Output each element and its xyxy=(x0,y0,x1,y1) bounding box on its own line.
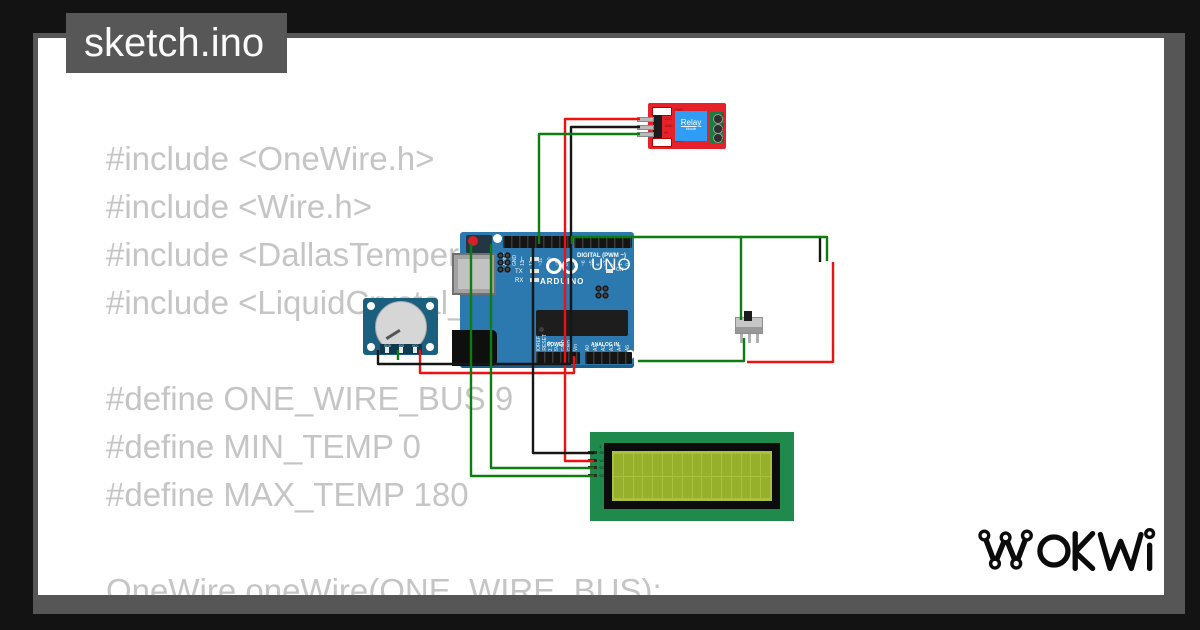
pin-label: GND xyxy=(511,254,518,266)
code-line: #include <OneWire.h> xyxy=(106,140,435,177)
digital-header-left[interactable] xyxy=(503,236,570,248)
lcd-bezel xyxy=(604,443,780,509)
pin-label: VCC xyxy=(411,343,419,348)
lcd-pin-vcc[interactable] xyxy=(588,459,597,462)
relay-pin-gnd[interactable] xyxy=(637,125,654,130)
code-line: OneWire oneWire(ONE_WIRE_BUS); xyxy=(106,572,662,595)
relay-subtitle: Module xyxy=(685,127,697,131)
wokwi-logo xyxy=(978,528,1156,572)
icsp-pins xyxy=(595,285,609,299)
code-line: #define MAX_TEMP 180 xyxy=(106,476,469,513)
mounting-hole xyxy=(493,234,502,243)
relay-in-label: IN xyxy=(664,130,668,135)
power-header[interactable] xyxy=(536,352,580,364)
relay-status-led xyxy=(652,138,672,147)
lcd-screen xyxy=(612,451,772,501)
lcd-vcc-label: VCC xyxy=(599,459,607,463)
pin-label: SIG xyxy=(398,343,404,348)
sketch-file-tab[interactable]: sketch.ino xyxy=(66,13,287,73)
led-rx-label: RX xyxy=(515,278,524,284)
led-tx xyxy=(530,269,539,273)
slide-switch[interactable] xyxy=(735,311,763,343)
switch-knob[interactable] xyxy=(744,311,752,321)
terminal-label: COM xyxy=(721,123,725,131)
led-rx xyxy=(530,278,539,282)
lcd-character-grid xyxy=(614,454,770,498)
relay-vcc-label: VCC xyxy=(664,116,673,121)
icsp-usb-pins xyxy=(497,252,511,273)
terminal-label: NC xyxy=(721,112,725,117)
power-section-label: POWER xyxy=(547,342,566,348)
lcd-pin-scl[interactable] xyxy=(588,474,597,477)
lcd-sda-label: SDA xyxy=(599,466,606,470)
mounting-hole xyxy=(367,302,375,310)
relay-title: Relay xyxy=(680,118,702,127)
relay-pin-in[interactable] xyxy=(637,132,654,137)
switch-leg xyxy=(748,334,751,343)
led-l xyxy=(530,257,539,261)
mounting-hole xyxy=(426,343,434,351)
pin-label: GND xyxy=(383,343,391,348)
relay-gnd-label: GND xyxy=(664,123,673,128)
lcd-scl-label: SCL xyxy=(599,473,607,478)
arduino-logo-icon xyxy=(562,258,578,274)
relay-pin-header[interactable] xyxy=(653,115,662,141)
relay-screw-terminals[interactable] xyxy=(710,112,723,143)
relay-component: Relay Module xyxy=(675,111,707,141)
digital-header-right[interactable] xyxy=(574,236,632,248)
led-on xyxy=(606,269,613,273)
code-line: #define MIN_TEMP 0 xyxy=(106,428,421,465)
code-line: #define ONE_WIRE_BUS 9 xyxy=(106,380,514,417)
relay-pwr-label: PWR xyxy=(674,107,683,112)
pin-label: A5 xyxy=(625,344,631,351)
led-l-label: L xyxy=(521,257,525,263)
mounting-hole xyxy=(426,302,434,310)
power-jack xyxy=(452,330,497,366)
code-line: #include <Wire.h> xyxy=(106,188,372,225)
lcd1602-display[interactable]: 1 GND VCC SDA SCL xyxy=(588,432,794,521)
arduino-logo-icon xyxy=(546,258,562,274)
lcd-pin-sda[interactable] xyxy=(588,466,597,469)
analog-section-label: ANALOG IN xyxy=(591,342,620,348)
pin-label: ~11 xyxy=(537,257,544,266)
relay-pin-vcc[interactable] xyxy=(637,117,654,122)
potentiometer-pin-labels: GND SIG VCC xyxy=(380,344,422,348)
usb-connector xyxy=(452,253,496,295)
lcd-pin-index: 1 xyxy=(599,444,602,449)
terminal-label: NO xyxy=(721,136,725,142)
potentiometer[interactable]: GND SIG VCC xyxy=(363,298,438,355)
mounting-hole xyxy=(367,343,375,351)
lcd-pin-gnd[interactable] xyxy=(588,451,597,454)
analog-header[interactable] xyxy=(585,352,632,364)
knob-indicator xyxy=(385,328,401,340)
led-tx-label: TX xyxy=(515,269,523,275)
switch-leg xyxy=(756,334,759,343)
relay-terminal-labels: NC COM NO xyxy=(721,112,726,142)
relay-pwr-led xyxy=(652,107,672,116)
reset-button[interactable] xyxy=(468,236,478,246)
arduino-brand-label: ARDUINO xyxy=(540,277,585,286)
on-label: ON xyxy=(616,267,624,273)
pin-label: Vin xyxy=(572,343,579,351)
lcd-gnd-label: GND xyxy=(599,451,607,455)
switch-leg xyxy=(740,334,743,343)
